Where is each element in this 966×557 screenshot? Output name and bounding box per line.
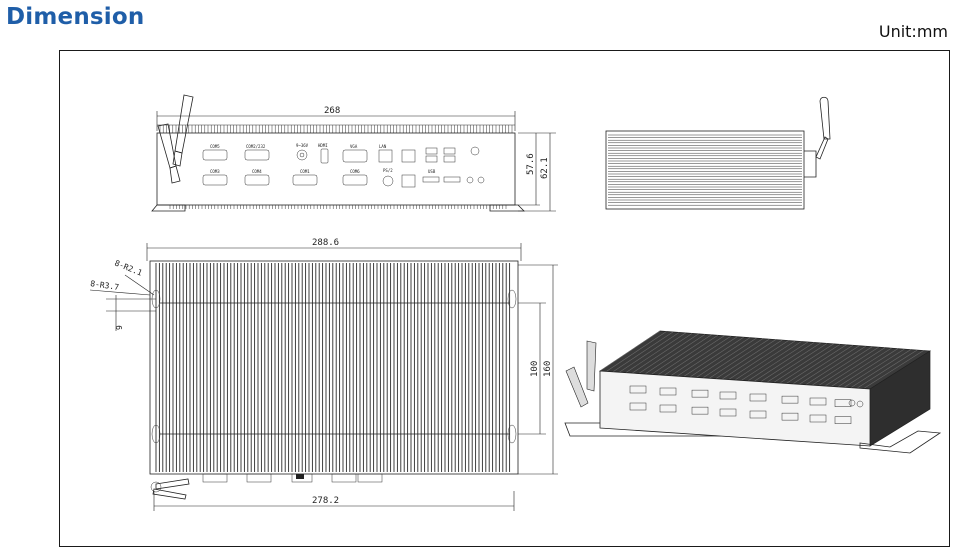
iso-antenna-right	[586, 340, 597, 392]
dimension-label-100: 100	[530, 361, 540, 377]
side-fins	[608, 134, 802, 206]
dimension-top-depth: 100 160	[518, 264, 558, 475]
front-bracket-right	[489, 204, 525, 212]
dimension-label-57-6: 57.6	[526, 153, 536, 175]
iso-top-fins	[599, 330, 924, 389]
port-com4: COM4	[244, 169, 270, 186]
side-view	[605, 96, 831, 210]
svg-text:COM2/232: COM2/232	[246, 144, 266, 149]
port-lan-2	[401, 149, 416, 163]
dimension-label-62-1: 62.1	[540, 157, 550, 179]
technical-drawing: COM5 COM3 COM2/232 COM4 9~36V COM1	[90, 94, 942, 511]
svg-text:COM5: COM5	[210, 144, 220, 149]
front-bracket-left	[151, 204, 186, 212]
svg-text:PS/2: PS/2	[383, 168, 393, 173]
side-body	[605, 130, 805, 210]
front-top-fins	[157, 124, 515, 133]
port-usb-stack: USB	[422, 147, 461, 183]
port-lan-3	[401, 174, 416, 188]
port-com5: COM5	[202, 144, 228, 161]
dimension-front-width: 268	[156, 106, 516, 131]
audio-jacks	[466, 146, 485, 184]
unit-label: Unit:mm	[878, 22, 948, 41]
front-antenna-right	[172, 94, 194, 167]
top-antenna	[150, 478, 190, 500]
svg-text:9~36V: 9~36V	[296, 143, 309, 148]
side-antenna	[819, 96, 831, 140]
port-com3: COM3	[202, 169, 228, 186]
side-antenna-hinge	[815, 136, 829, 160]
svg-text:COM3: COM3	[210, 169, 220, 174]
callout-hole-r3-7: 8-R3.7	[90, 279, 151, 296]
dimension-front-height: 57.6 62.1	[518, 132, 556, 212]
dimension-label-268: 268	[324, 106, 340, 116]
page-title: Dimension	[6, 4, 145, 30]
isometric-view	[564, 330, 942, 454]
svg-text:8-R2.1: 8-R2.1	[113, 259, 143, 278]
svg-text:9: 9	[115, 325, 124, 330]
dimension-label-160: 160	[543, 361, 553, 377]
svg-text:USB: USB	[428, 169, 436, 174]
port-com6: COM6	[342, 169, 368, 186]
svg-text:COM6: COM6	[350, 169, 360, 174]
dimension-offset-9: 9	[106, 295, 156, 331]
top-view: 288.6 278.2 100 160	[90, 238, 558, 511]
svg-text:8-R3.7: 8-R3.7	[90, 279, 120, 292]
port-com1: COM1	[292, 169, 318, 186]
iso-ports	[629, 385, 864, 424]
drawing-frame: COM5 COM3 COM2/232 COM4 9~36V COM1	[59, 50, 950, 547]
front-antenna-left	[157, 123, 181, 184]
port-ps2: PS/2	[382, 168, 394, 187]
front-view: COM5 COM3 COM2/232 COM4 9~36V COM1	[151, 94, 556, 212]
port-com2: COM2/232	[244, 144, 270, 161]
svg-text:COM4: COM4	[252, 169, 262, 174]
front-bottom-fins	[169, 205, 507, 209]
port-hdmi: HDMI	[318, 143, 329, 164]
iso-antenna-left	[565, 366, 589, 408]
svg-text:HDMI: HDMI	[318, 143, 328, 148]
top-fins	[155, 263, 511, 472]
svg-text:COM1: COM1	[300, 169, 310, 174]
svg-text:LAN: LAN	[379, 144, 387, 149]
side-antenna-base	[804, 150, 817, 178]
dimension-label-278-2: 278.2	[312, 496, 339, 506]
dimension-top-length-overall: 288.6	[146, 238, 522, 261]
port-lan-1: LAN	[378, 144, 393, 163]
iso-front-panel	[599, 370, 871, 447]
callout-hole-r2-1: 8-R2.1	[113, 259, 155, 296]
iso-bracket-right	[859, 430, 942, 454]
dimension-label-288-6: 288.6	[312, 238, 339, 248]
top-bottom-connectors	[202, 473, 383, 483]
dimension-top-length-base: 278.2	[153, 491, 515, 511]
port-vga: VGA	[342, 144, 368, 163]
svg-text:VGA: VGA	[350, 144, 358, 149]
top-body	[149, 260, 519, 475]
port-power: 9~36V	[296, 143, 309, 161]
front-panel	[156, 132, 516, 206]
